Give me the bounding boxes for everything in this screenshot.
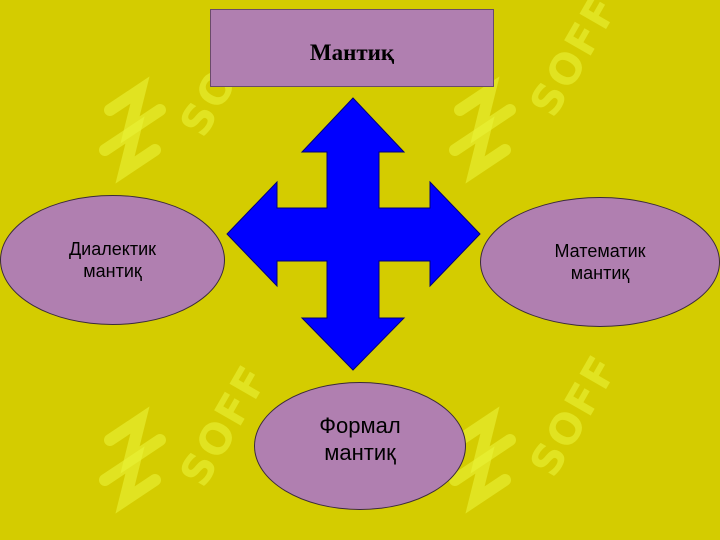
four-way-arrow-shape: [226, 97, 481, 371]
node-label-line2: мантиқ: [570, 263, 630, 283]
node-label-line2: мантиқ: [83, 261, 142, 281]
diagram-title: Мантиқ: [309, 40, 395, 65]
node-label-line1: Формал: [319, 412, 401, 438]
node-label-line2: мантиқ: [324, 440, 396, 465]
node-label-line1: Математик: [554, 240, 646, 261]
node-dialectic-logic: Диалектик мантиқ: [0, 195, 225, 325]
node-mathematical-logic: Математик мантиқ: [480, 197, 720, 327]
node-formal-logic: Формал мантиқ: [254, 382, 466, 510]
node-label-line1: Диалектик: [68, 238, 157, 259]
title-box: Мантиқ: [210, 9, 494, 87]
